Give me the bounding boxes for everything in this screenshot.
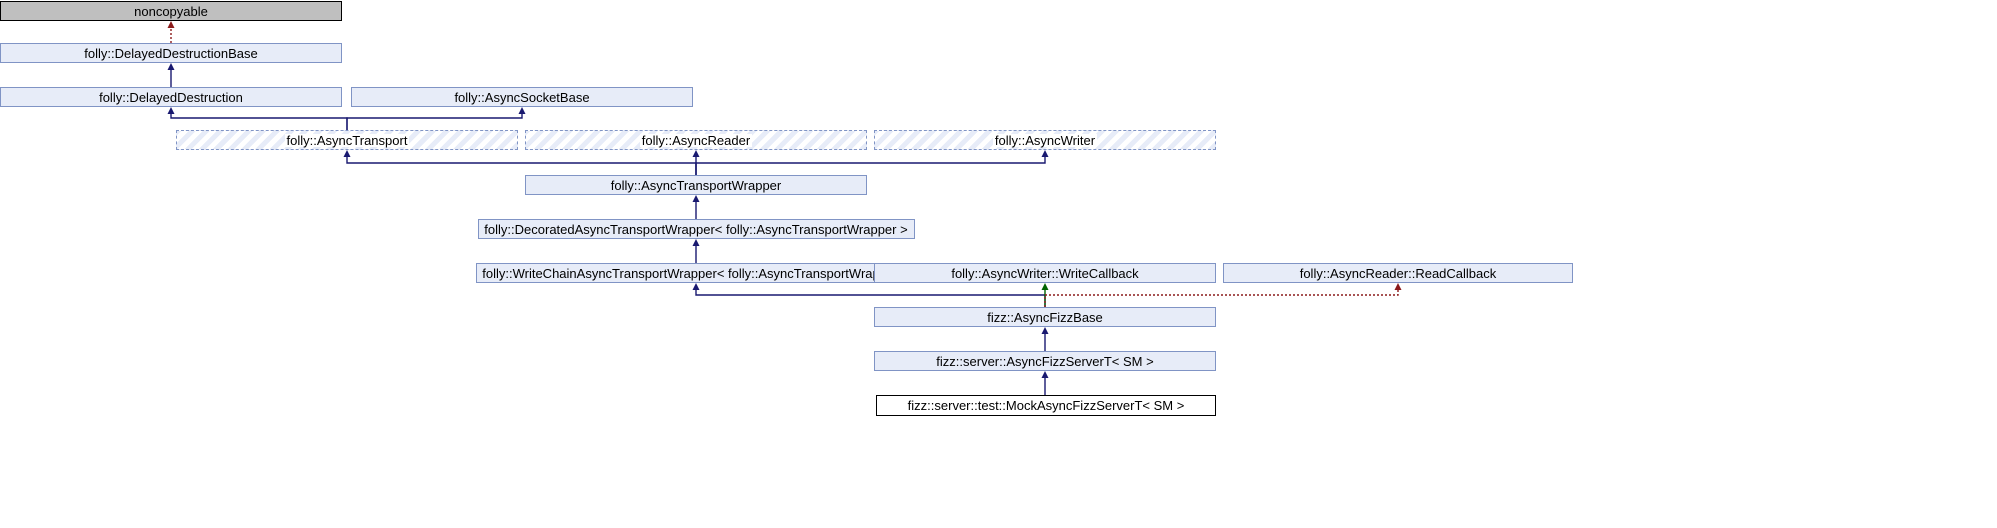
edge-folly-AsyncTransport-to-folly-DelayedDestruction xyxy=(170,114,348,130)
arrowhead-folly-AsyncTransport xyxy=(343,150,351,157)
class-node-label: folly::DelayedDestructionBase xyxy=(84,45,258,61)
arrowhead-fizz-server-AsyncFizzServerT xyxy=(1041,371,1049,378)
class-node-label: folly::AsyncSocketBase xyxy=(454,89,590,105)
class-node-label: folly::DelayedDestruction xyxy=(99,89,243,105)
edge-fizz-AsyncFizzBase-to-folly-WriteChainAsyncTransportWrapper xyxy=(695,290,1046,307)
arrowhead-folly-AsyncReader-ReadCallback xyxy=(1394,283,1402,290)
arrowhead-folly-AsyncWriter-WriteCallback xyxy=(1041,283,1049,290)
class-node-label: fizz::AsyncFizzBase xyxy=(987,309,1103,325)
class-node-label: folly::AsyncWriter::WriteCallback xyxy=(951,265,1139,281)
class-node-fizz-server-AsyncFizzServerT[interactable]: fizz::server::AsyncFizzServerT< SM > xyxy=(874,351,1216,371)
edge-folly-AsyncTransport-to-folly-AsyncSocketBase xyxy=(346,114,523,130)
class-node-folly-AsyncSocketBase[interactable]: folly::AsyncSocketBase xyxy=(351,87,693,107)
class-node-folly-DelayedDestructionBase[interactable]: folly::DelayedDestructionBase xyxy=(0,43,342,63)
class-node-folly-AsyncWriter-WriteCallback[interactable]: folly::AsyncWriter::WriteCallback xyxy=(874,263,1216,283)
arrowhead-folly-AsyncWriter xyxy=(1041,150,1049,157)
class-node-label: folly::AsyncWriter xyxy=(992,132,1098,148)
class-node-noncopyable[interactable]: noncopyable xyxy=(0,1,342,21)
class-node-label: folly::WriteChainAsyncTransportWrapper< … xyxy=(482,265,910,281)
class-node-label: folly::AsyncReader::ReadCallback xyxy=(1299,265,1497,281)
class-node-fizz-server-test-MockAsyncFizzServerT[interactable]: fizz::server::test::MockAsyncFizzServerT… xyxy=(876,395,1216,416)
class-node-folly-WriteChainAsyncTransportWrapper[interactable]: folly::WriteChainAsyncTransportWrapper< … xyxy=(475,263,917,283)
arrowhead-folly-DelayedDestruction xyxy=(167,107,175,114)
edge-fizz-AsyncFizzBase-to-folly-AsyncReader-ReadCallback xyxy=(1044,290,1399,307)
class-node-folly-AsyncWriter[interactable]: folly::AsyncWriter xyxy=(874,130,1216,150)
arrowhead-folly-AsyncSocketBase xyxy=(518,107,526,114)
arrowhead-folly-DelayedDestructionBase xyxy=(167,63,175,70)
arrowhead-folly-WriteChainAsyncTransportWrapper xyxy=(692,283,700,290)
class-node-folly-AsyncReader-ReadCallback[interactable]: folly::AsyncReader::ReadCallback xyxy=(1223,263,1573,283)
class-node-fizz-AsyncFizzBase[interactable]: fizz::AsyncFizzBase xyxy=(874,307,1216,327)
class-node-label: fizz::server::AsyncFizzServerT< SM > xyxy=(936,353,1154,369)
arrowhead-folly-AsyncTransportWrapper xyxy=(692,195,700,202)
class-node-label: folly::AsyncTransport xyxy=(284,132,410,148)
arrowhead-noncopyable xyxy=(167,21,175,28)
edge-folly-AsyncTransportWrapper-to-folly-AsyncWriter xyxy=(695,157,1046,175)
arrowhead-folly-AsyncReader xyxy=(692,150,700,157)
class-node-label: fizz::server::test::MockAsyncFizzServerT… xyxy=(907,398,1185,413)
class-node-folly-AsyncReader[interactable]: folly::AsyncReader xyxy=(525,130,867,150)
class-node-folly-DecoratedAsyncTransportWrapper[interactable]: folly::DecoratedAsyncTransportWrapper< f… xyxy=(477,219,915,239)
class-node-label: folly::DecoratedAsyncTransportWrapper< f… xyxy=(484,221,908,237)
class-node-folly-AsyncTransport[interactable]: folly::AsyncTransport xyxy=(176,130,518,150)
arrowhead-folly-DecoratedAsyncTransportWrapper xyxy=(692,239,700,246)
edge-folly-AsyncTransportWrapper-to-folly-AsyncTransport xyxy=(346,157,697,175)
arrowhead-fizz-AsyncFizzBase xyxy=(1041,327,1049,334)
class-node-label: folly::AsyncTransportWrapper xyxy=(610,177,782,193)
class-node-folly-AsyncTransportWrapper[interactable]: folly::AsyncTransportWrapper xyxy=(525,175,867,195)
class-node-label: noncopyable xyxy=(134,3,208,19)
class-node-label: folly::AsyncReader xyxy=(639,132,753,148)
class-node-folly-DelayedDestruction[interactable]: folly::DelayedDestruction xyxy=(0,87,342,107)
